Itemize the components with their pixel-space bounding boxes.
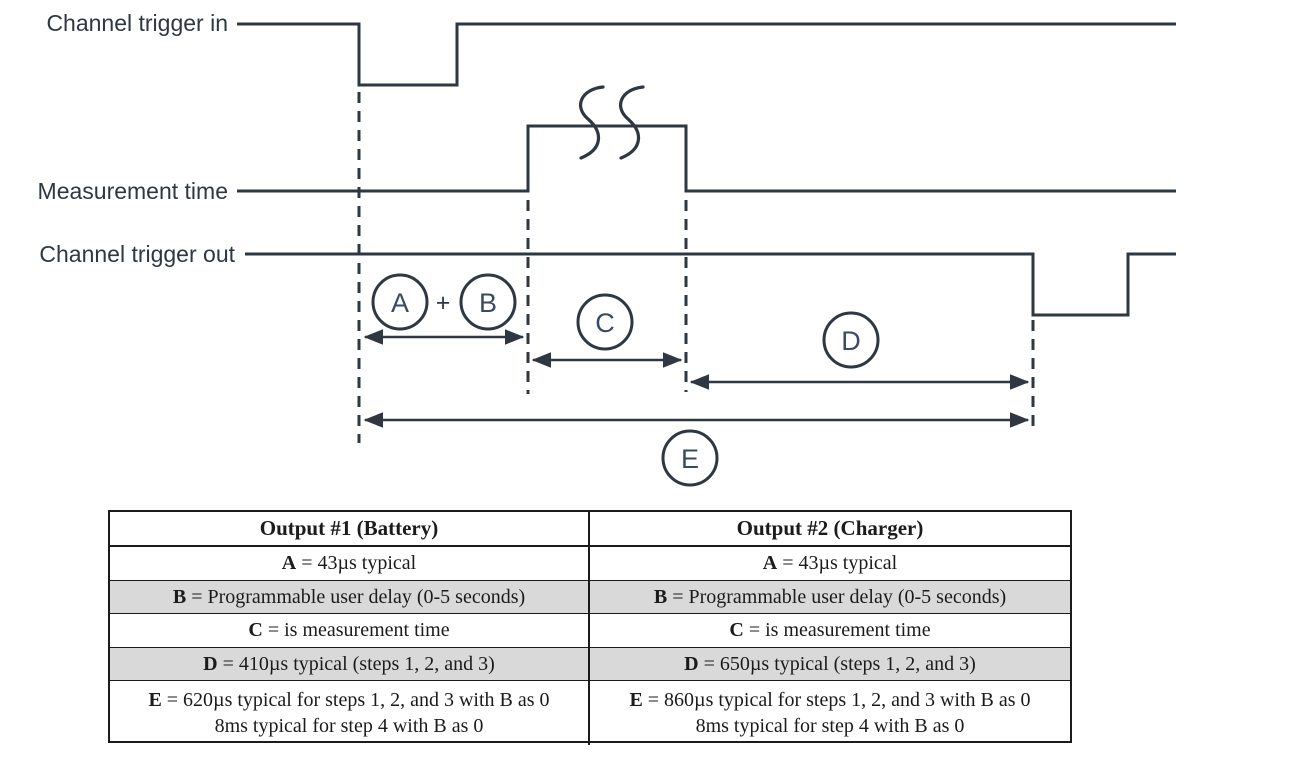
row-text: A = 43µs typical — [762, 552, 898, 574]
table-row-e-output1: E = 620µs typical for steps 1, 2, and 3 … — [110, 681, 590, 745]
marker-letter-e: E — [681, 444, 699, 474]
row-text-line2: 8ms typical for step 4 with B as 0 — [695, 715, 965, 737]
row-text: D = 410µs typical (steps 1, 2, and 3) — [203, 652, 495, 675]
waveform-channel-trigger-out — [245, 252, 1176, 317]
waveform-measurement-time — [237, 124, 1176, 193]
row-text: B = Programmable user delay (0-5 seconds… — [172, 585, 526, 608]
table-row-d-output2: D = 650µs typical (steps 1, 2, and 3) — [590, 648, 1070, 681]
marker-letter-a: A — [391, 288, 409, 318]
row-text: B = Programmable user delay (0-5 seconds… — [653, 585, 1007, 608]
waveform-channel-trigger-in — [237, 22, 1176, 87]
table-row-b-output1: B = Programmable user delay (0-5 seconds… — [110, 581, 590, 614]
marker-circle-d — [822, 311, 880, 369]
time-break-icon — [619, 85, 645, 160]
table-row-c-output1: C = is measurement time — [110, 614, 590, 648]
marker-letter-c: C — [595, 308, 615, 338]
row-text: C = is measurement time — [248, 619, 450, 641]
marker-letter-b: B — [479, 288, 497, 318]
table-row-a-output2: A = 43µs typical — [590, 547, 1070, 581]
row-text: A = 43µs typical — [281, 552, 417, 574]
table-header-output1: Output #1 (Battery) — [110, 512, 590, 547]
table-row-e-output2: E = 860µs typical for steps 1, 2, and 3 … — [590, 681, 1070, 745]
marker-circle-c — [576, 293, 634, 351]
marker-circle-b — [459, 273, 517, 331]
row-text-line1: E = 860µs typical for steps 1, 2, and 3 … — [629, 689, 1031, 711]
table-header-output2-label: Output #2 (Charger) — [736, 516, 924, 540]
signal-label-channel-trigger-in: Channel trigger in — [46, 10, 228, 36]
row-text-line1: E = 620µs typical for steps 1, 2, and 3 … — [148, 689, 550, 711]
marker-circle-a — [371, 273, 429, 331]
table-row-c-output2: C = is measurement time — [590, 614, 1070, 648]
table-row-d-output1: D = 410µs typical (steps 1, 2, and 3) — [110, 648, 590, 681]
time-break-icon — [579, 85, 605, 160]
marker-letter-d: D — [841, 326, 861, 356]
marker-circle-e — [661, 429, 719, 487]
timing-diagram: Channel trigger in Measurement time Chan… — [38, 10, 1176, 487]
row-text: D = 650µs typical (steps 1, 2, and 3) — [684, 652, 976, 675]
signal-label-measurement-time: Measurement time — [38, 178, 228, 204]
row-text: C = is measurement time — [729, 619, 931, 641]
timing-table: Output #1 (Battery) Output #2 (Charger) … — [108, 510, 1072, 745]
plus-sign: + — [436, 289, 451, 317]
signal-label-channel-trigger-out: Channel trigger out — [39, 241, 235, 267]
table-row-a-output1: A = 43µs typical — [110, 547, 590, 581]
table-row-b-output2: B = Programmable user delay (0-5 seconds… — [590, 581, 1070, 614]
row-text-line2: 8ms typical for step 4 with B as 0 — [214, 715, 484, 737]
table-header-output1-label: Output #1 (Battery) — [259, 516, 439, 540]
table-header-output2: Output #2 (Charger) — [590, 512, 1070, 547]
